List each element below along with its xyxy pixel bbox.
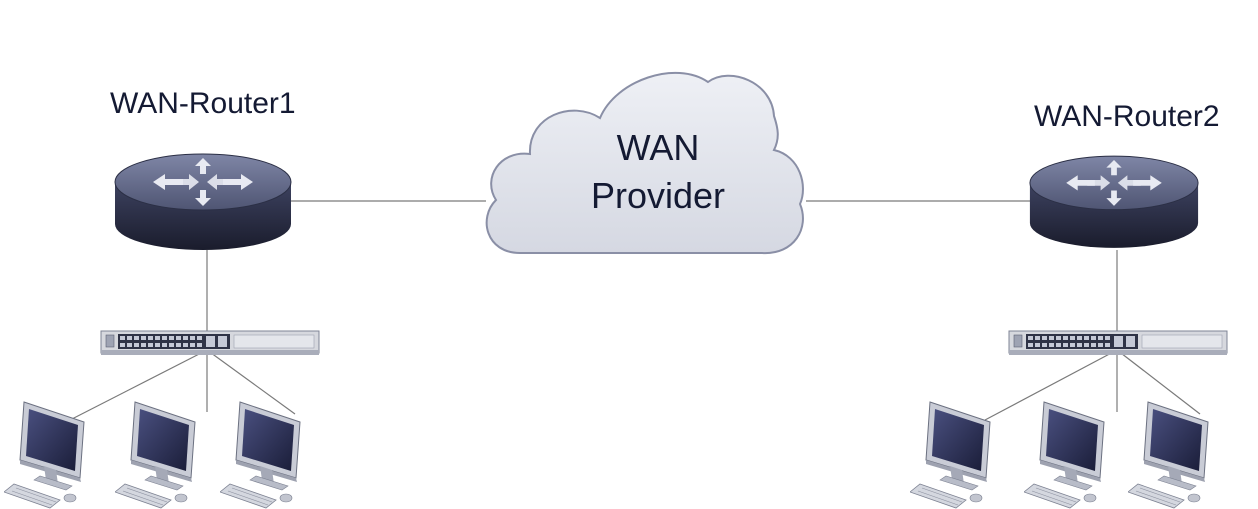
workstation-icon — [4, 401, 85, 509]
link-switch1-pc1 — [69, 349, 208, 421]
switch-icon — [100, 330, 320, 356]
workstation-icon — [115, 401, 196, 509]
cloud-label-line2: Provider — [590, 175, 726, 216]
router1-label: WAN-Router1 — [110, 87, 296, 120]
cloud-label-line1: WAN — [616, 127, 700, 168]
switch-icon — [1008, 330, 1228, 356]
link-switch1-pc3 — [206, 349, 296, 415]
router2-label: WAN-Router2 — [1034, 100, 1220, 133]
workstation-icon — [910, 401, 991, 509]
workstation-icon — [220, 401, 301, 509]
workstation-icon — [1024, 401, 1105, 509]
router-icon — [114, 153, 292, 251]
workstation-icon — [1128, 401, 1209, 509]
link-switch2-pc1 — [984, 349, 1118, 421]
router-icon — [1029, 155, 1199, 249]
link-switch2-pc3 — [1116, 349, 1201, 415]
links — [69, 200, 1201, 421]
cloud-icon — [485, 72, 804, 255]
cloud-label: WAN Provider — [588, 124, 728, 220]
